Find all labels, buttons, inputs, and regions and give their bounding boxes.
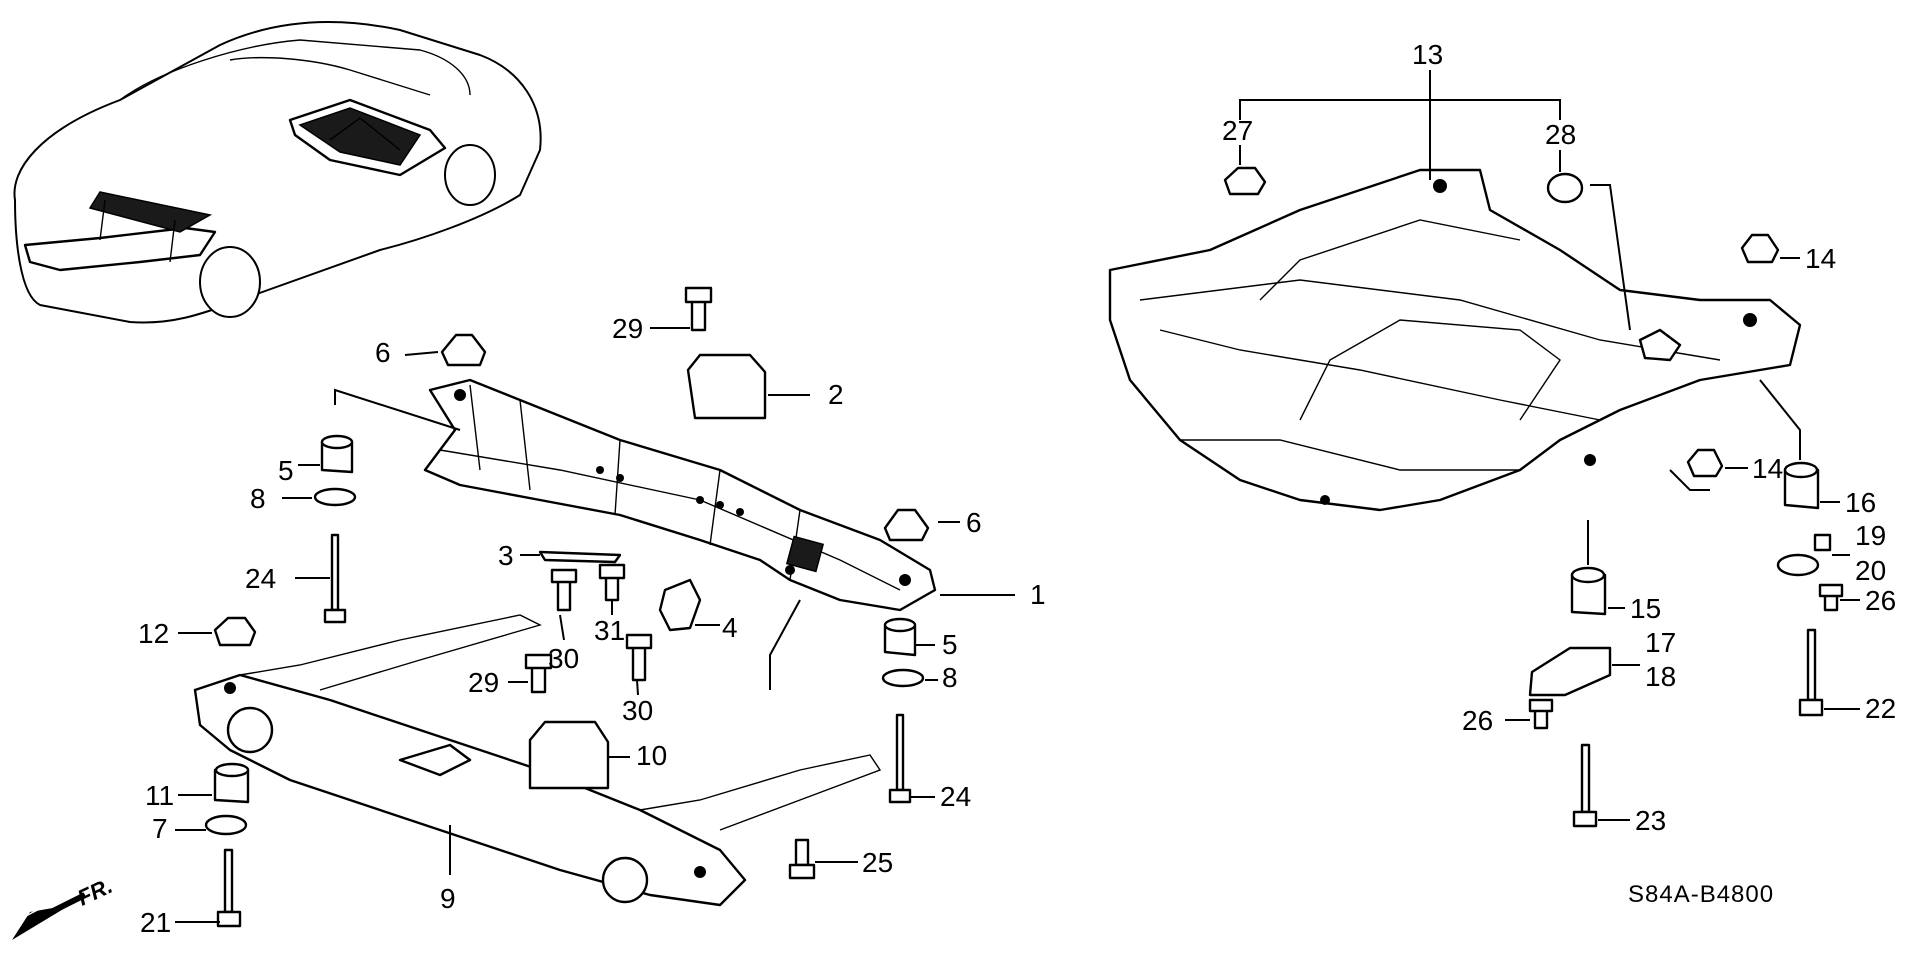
arrow-down-left-icon bbox=[12, 887, 87, 940]
vehicle-locator-illustration bbox=[13, 21, 542, 324]
callout-9: 9 bbox=[440, 883, 456, 914]
callout-26-right: 26 bbox=[1865, 585, 1896, 616]
callout-22: 22 bbox=[1865, 693, 1896, 724]
callout-12: 12 bbox=[138, 618, 169, 649]
front-direction-indicator: FR. bbox=[12, 873, 116, 940]
callout-3: 3 bbox=[498, 540, 514, 571]
callout-10: 10 bbox=[636, 740, 667, 771]
callout-25: 25 bbox=[862, 847, 893, 878]
callout-2: 2 bbox=[828, 379, 844, 410]
callout-21: 21 bbox=[140, 907, 171, 938]
rear-subframe-fasteners bbox=[1223, 166, 1844, 828]
callout-18: 18 bbox=[1645, 661, 1676, 692]
callout-27: 27 bbox=[1222, 115, 1253, 146]
callout-16: 16 bbox=[1845, 487, 1876, 518]
callout-28: 28 bbox=[1545, 119, 1576, 150]
front-subframe-fasteners bbox=[204, 286, 930, 928]
callout-13: 13 bbox=[1412, 39, 1443, 70]
callout-30-right: 30 bbox=[622, 695, 653, 726]
callout-30-left: 30 bbox=[548, 643, 579, 674]
front-lower-crossmember bbox=[193, 614, 882, 907]
callout-24-left: 24 bbox=[245, 563, 276, 594]
drawing-code: S84A-B4800 bbox=[1628, 881, 1774, 908]
callout-8-left: 8 bbox=[250, 483, 266, 514]
callout-numbers: 1 2 3 4 5 5 6 6 7 8 8 9 10 11 12 13 14 1… bbox=[138, 39, 1896, 938]
callout-8-right: 8 bbox=[942, 662, 958, 693]
callout-5-left: 5 bbox=[278, 455, 294, 486]
callout-11: 11 bbox=[145, 780, 174, 811]
front-label: FR. bbox=[74, 873, 117, 911]
callout-14-top: 14 bbox=[1805, 243, 1836, 274]
callout-5-right: 5 bbox=[942, 629, 958, 660]
callout-20: 20 bbox=[1855, 555, 1886, 586]
callout-29-lower: 29 bbox=[468, 667, 499, 698]
callout-17: 17 bbox=[1645, 627, 1676, 658]
callout-6-left: 6 bbox=[375, 337, 391, 368]
callout-4: 4 bbox=[722, 612, 738, 643]
callout-26-left: 26 bbox=[1462, 705, 1493, 736]
callout-24-right: 24 bbox=[940, 781, 971, 812]
callout-14-lower: 14 bbox=[1752, 453, 1783, 484]
callout-7: 7 bbox=[152, 813, 168, 844]
leader-lines bbox=[175, 70, 1860, 923]
callout-31: 31 bbox=[594, 615, 625, 646]
callout-29-top: 29 bbox=[612, 313, 643, 344]
callout-6-right: 6 bbox=[966, 507, 982, 538]
front-subframe-assembly bbox=[423, 378, 937, 612]
rear-subframe-assembly bbox=[1108, 168, 1802, 512]
callout-15: 15 bbox=[1630, 593, 1661, 624]
callout-1: 1 bbox=[1030, 579, 1046, 610]
callout-19: 19 bbox=[1855, 520, 1886, 551]
callout-23: 23 bbox=[1635, 805, 1666, 836]
